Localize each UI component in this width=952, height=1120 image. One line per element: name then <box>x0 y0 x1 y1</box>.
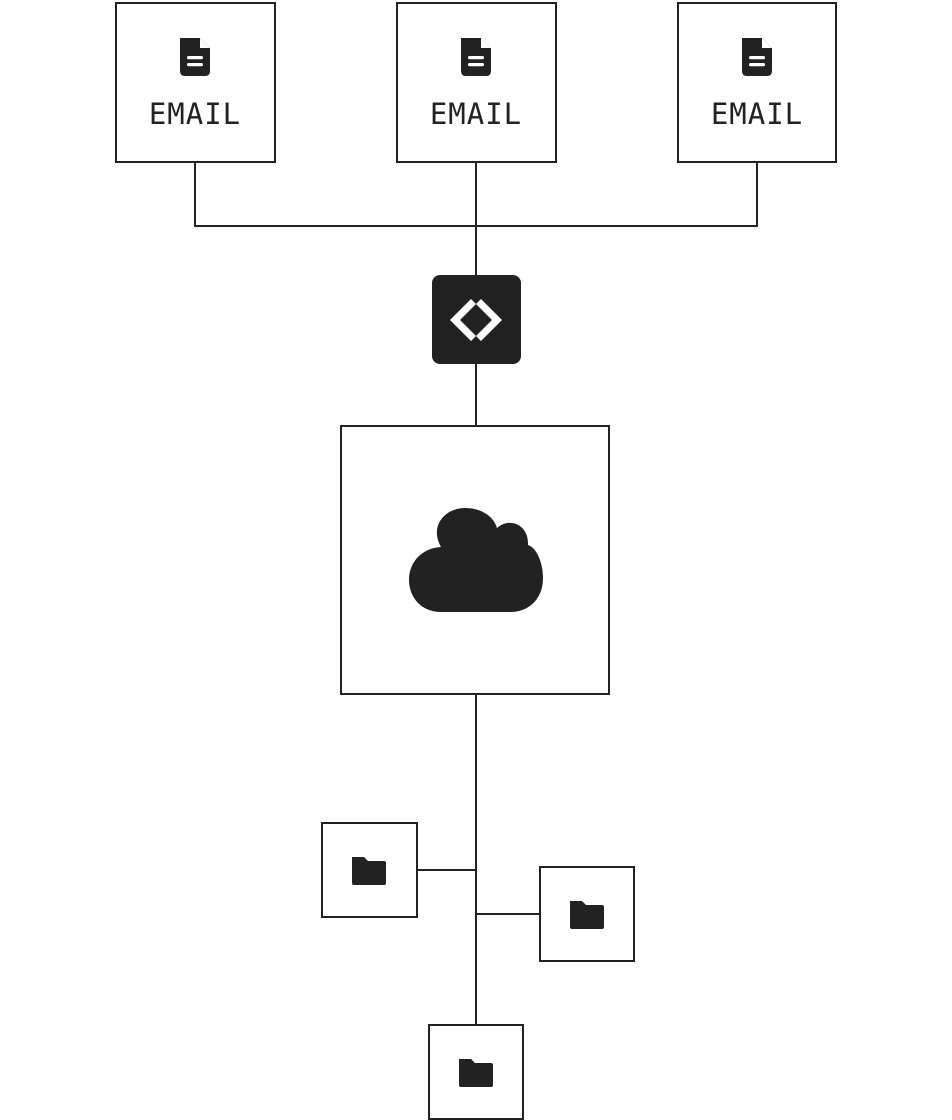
connector-email-3 <box>476 162 758 227</box>
folder-node[interactable] <box>428 1024 524 1120</box>
email-node[interactable]: EMAIL <box>396 2 557 163</box>
email-label: EMAIL <box>430 97 522 131</box>
email-node[interactable]: EMAIL <box>115 2 276 163</box>
document-icon <box>461 38 491 76</box>
email-box <box>677 2 837 163</box>
folder-icon <box>459 1059 493 1087</box>
diamond-code-icon <box>450 299 502 341</box>
connector-email-1 <box>194 162 476 227</box>
cloud-node[interactable] <box>340 425 610 695</box>
connectors <box>194 162 758 1025</box>
folder-icon <box>352 857 386 885</box>
folder-node[interactable] <box>539 866 635 962</box>
email-box <box>396 2 557 163</box>
email-label: EMAIL <box>711 97 803 131</box>
cloud-icon <box>409 508 543 612</box>
email-box <box>115 2 276 163</box>
folder-node[interactable] <box>321 822 418 918</box>
document-icon <box>180 38 210 76</box>
hub-node[interactable] <box>432 275 521 364</box>
hub-box <box>432 275 521 364</box>
document-icon <box>742 38 772 76</box>
email-label: EMAIL <box>149 97 241 131</box>
folder-icon <box>570 901 604 929</box>
email-node[interactable]: EMAIL <box>677 2 837 163</box>
